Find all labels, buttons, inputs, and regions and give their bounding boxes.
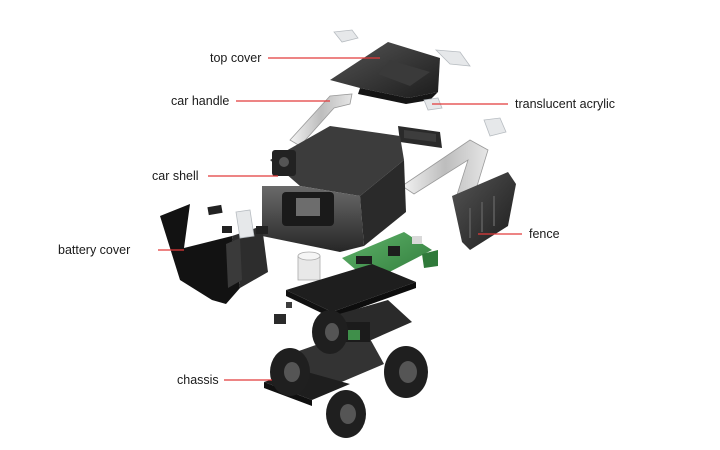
label-top-cover: top cover xyxy=(210,51,262,65)
label-chassis: chassis xyxy=(177,373,219,387)
fence-part xyxy=(452,172,516,250)
base-plate-part xyxy=(286,264,416,318)
label-battery-cover: battery cover xyxy=(58,243,131,257)
wheel-front-left xyxy=(270,348,310,396)
label-car-shell: car shell xyxy=(152,169,199,183)
sensor-cylinder xyxy=(297,251,321,281)
wheel-rear-left xyxy=(312,310,348,354)
label-car-handle: car handle xyxy=(171,94,230,108)
leader-lines xyxy=(158,57,522,381)
translucent-acrylic-parts xyxy=(333,29,507,137)
wheel-front-right xyxy=(326,390,366,438)
car-handle-parts xyxy=(289,93,489,199)
car-shell-part xyxy=(262,126,406,252)
connector-parts xyxy=(274,302,292,324)
wheel-rear-right xyxy=(384,346,428,398)
top-cover-part xyxy=(330,42,440,104)
small-brackets xyxy=(207,204,268,239)
label-fence: fence xyxy=(529,227,560,241)
label-translucent-acrylic: translucent acrylic xyxy=(515,97,616,111)
rear-bracket-part xyxy=(398,126,442,148)
battery-cover-part xyxy=(160,204,268,304)
